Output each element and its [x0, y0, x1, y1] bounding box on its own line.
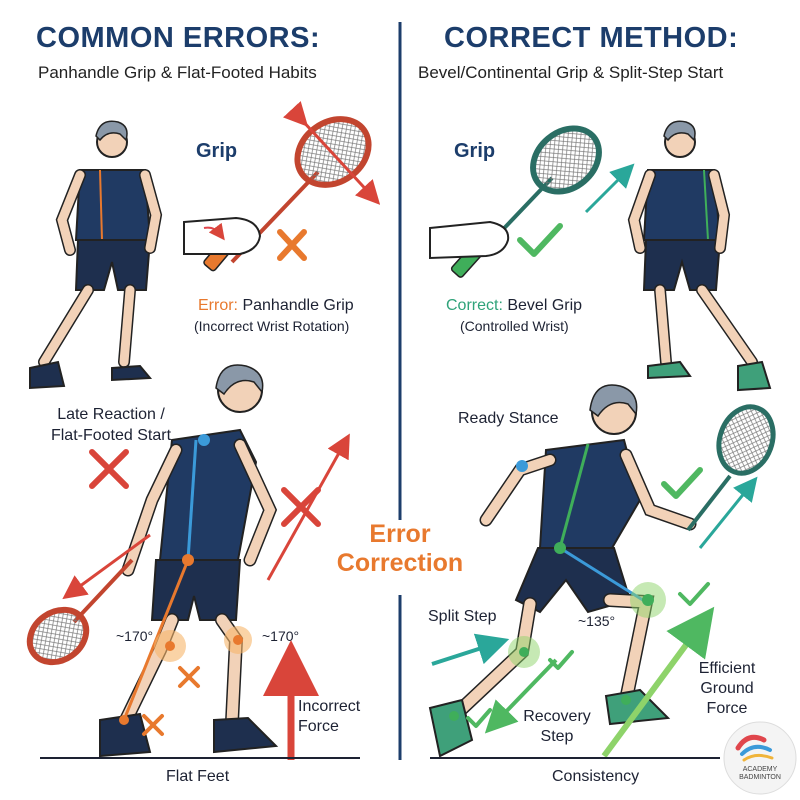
efficient-line2: Ground — [700, 680, 754, 697]
angle-right-knee: ~170° — [262, 628, 300, 644]
error-correction-label: Error Correction — [310, 520, 490, 578]
check-icon-foot — [466, 708, 492, 728]
logo-line1: ACADEMY — [742, 766, 778, 773]
split-step-label: Split Step — [428, 608, 497, 625]
cross-icon-forward — [281, 487, 321, 527]
arrow-icon-ground-force — [601, 606, 715, 758]
error-prefix: Error: — [198, 297, 238, 314]
left-subheading: Panhandle Grip & Flat-Footed Habits — [38, 63, 317, 82]
error-grip-text: Panhandle Grip — [242, 297, 354, 314]
racket-icon-split-step — [686, 404, 776, 532]
efficient-ground-force-label: Efficient Ground Force — [684, 660, 770, 718]
correct-grip-text: Bevel Grip — [507, 297, 583, 314]
correct-prefix: Correct: — [446, 297, 503, 314]
angle-split-knee: ~135° — [578, 613, 616, 629]
right-subheading: Bevel/Continental Grip & Split-Step Star… — [418, 63, 724, 82]
efficient-line1: Efficient — [698, 660, 756, 677]
racket-icon-flat-stance — [26, 558, 134, 666]
left-grip-label: Grip — [196, 140, 238, 162]
recovery-step-label: Recovery Step — [512, 708, 602, 746]
correct-grip-caption: Correct: Bevel Grip — [446, 297, 582, 315]
angle-left-knee: ~170° — [116, 628, 154, 644]
arrow-icon-split-step — [431, 633, 510, 666]
arrow-icon-racket-rotation — [283, 101, 381, 205]
hand-icon-bevel — [429, 220, 510, 260]
check-icon-knee — [678, 582, 710, 606]
right-grip-label: Grip — [454, 140, 496, 162]
consistency-footer: Consistency — [552, 768, 640, 785]
academy-logo-text: ACADEMY BADMINTON — [730, 766, 790, 782]
recovery-line1: Recovery — [523, 708, 591, 725]
late-reaction-line2: Flat-Footed Start — [50, 427, 172, 444]
hand-icon-panhandle — [183, 216, 262, 255]
correct-grip-note: (Controlled Wrist) — [460, 318, 569, 334]
racket-icon-bevel — [450, 125, 602, 278]
arrow-icon-racket-up — [698, 476, 758, 549]
recovery-line2: Step — [540, 728, 574, 745]
error-grip-caption: Error: Panhandle Grip — [198, 297, 354, 315]
player-figure-flat-footed — [29, 120, 163, 390]
right-heading: CORRECT METHOD: — [444, 22, 739, 54]
arrow-icon-grip — [584, 163, 635, 214]
check-icon-racket — [661, 467, 703, 499]
check-icon-grip — [517, 223, 563, 257]
efficient-line3: Force — [706, 700, 748, 717]
player-figure-split-step — [428, 384, 697, 758]
error-grip-note: (Incorrect Wrist Rotation) — [194, 318, 350, 334]
incorrect-force-line2: Force — [298, 718, 339, 735]
late-reaction-label: Late Reaction / Flat-Footed Start — [16, 406, 206, 445]
logo-line2: BADMINTON — [739, 774, 781, 781]
incorrect-force-label: Incorrect Force — [298, 698, 360, 736]
player-figure-ready — [627, 120, 772, 392]
late-reaction-line1: Late Reaction / — [57, 406, 165, 423]
error-correction-line2: Correction — [336, 549, 464, 577]
cross-icon-ankle — [142, 714, 164, 736]
ready-stance-label: Ready Stance — [458, 410, 559, 427]
cross-icon-late-reaction — [89, 449, 129, 489]
incorrect-force-line1: Incorrect — [298, 698, 361, 715]
arrow-icon-recovery — [484, 658, 558, 734]
flat-feet-footer: Flat Feet — [166, 768, 230, 785]
arrow-icon-back-left — [62, 533, 151, 600]
error-correction-line1: Error — [369, 520, 431, 548]
cross-icon-grip — [277, 229, 307, 261]
left-heading: COMMON ERRORS: — [36, 22, 321, 54]
academy-logo — [723, 721, 797, 795]
cross-icon-knee — [178, 666, 200, 688]
